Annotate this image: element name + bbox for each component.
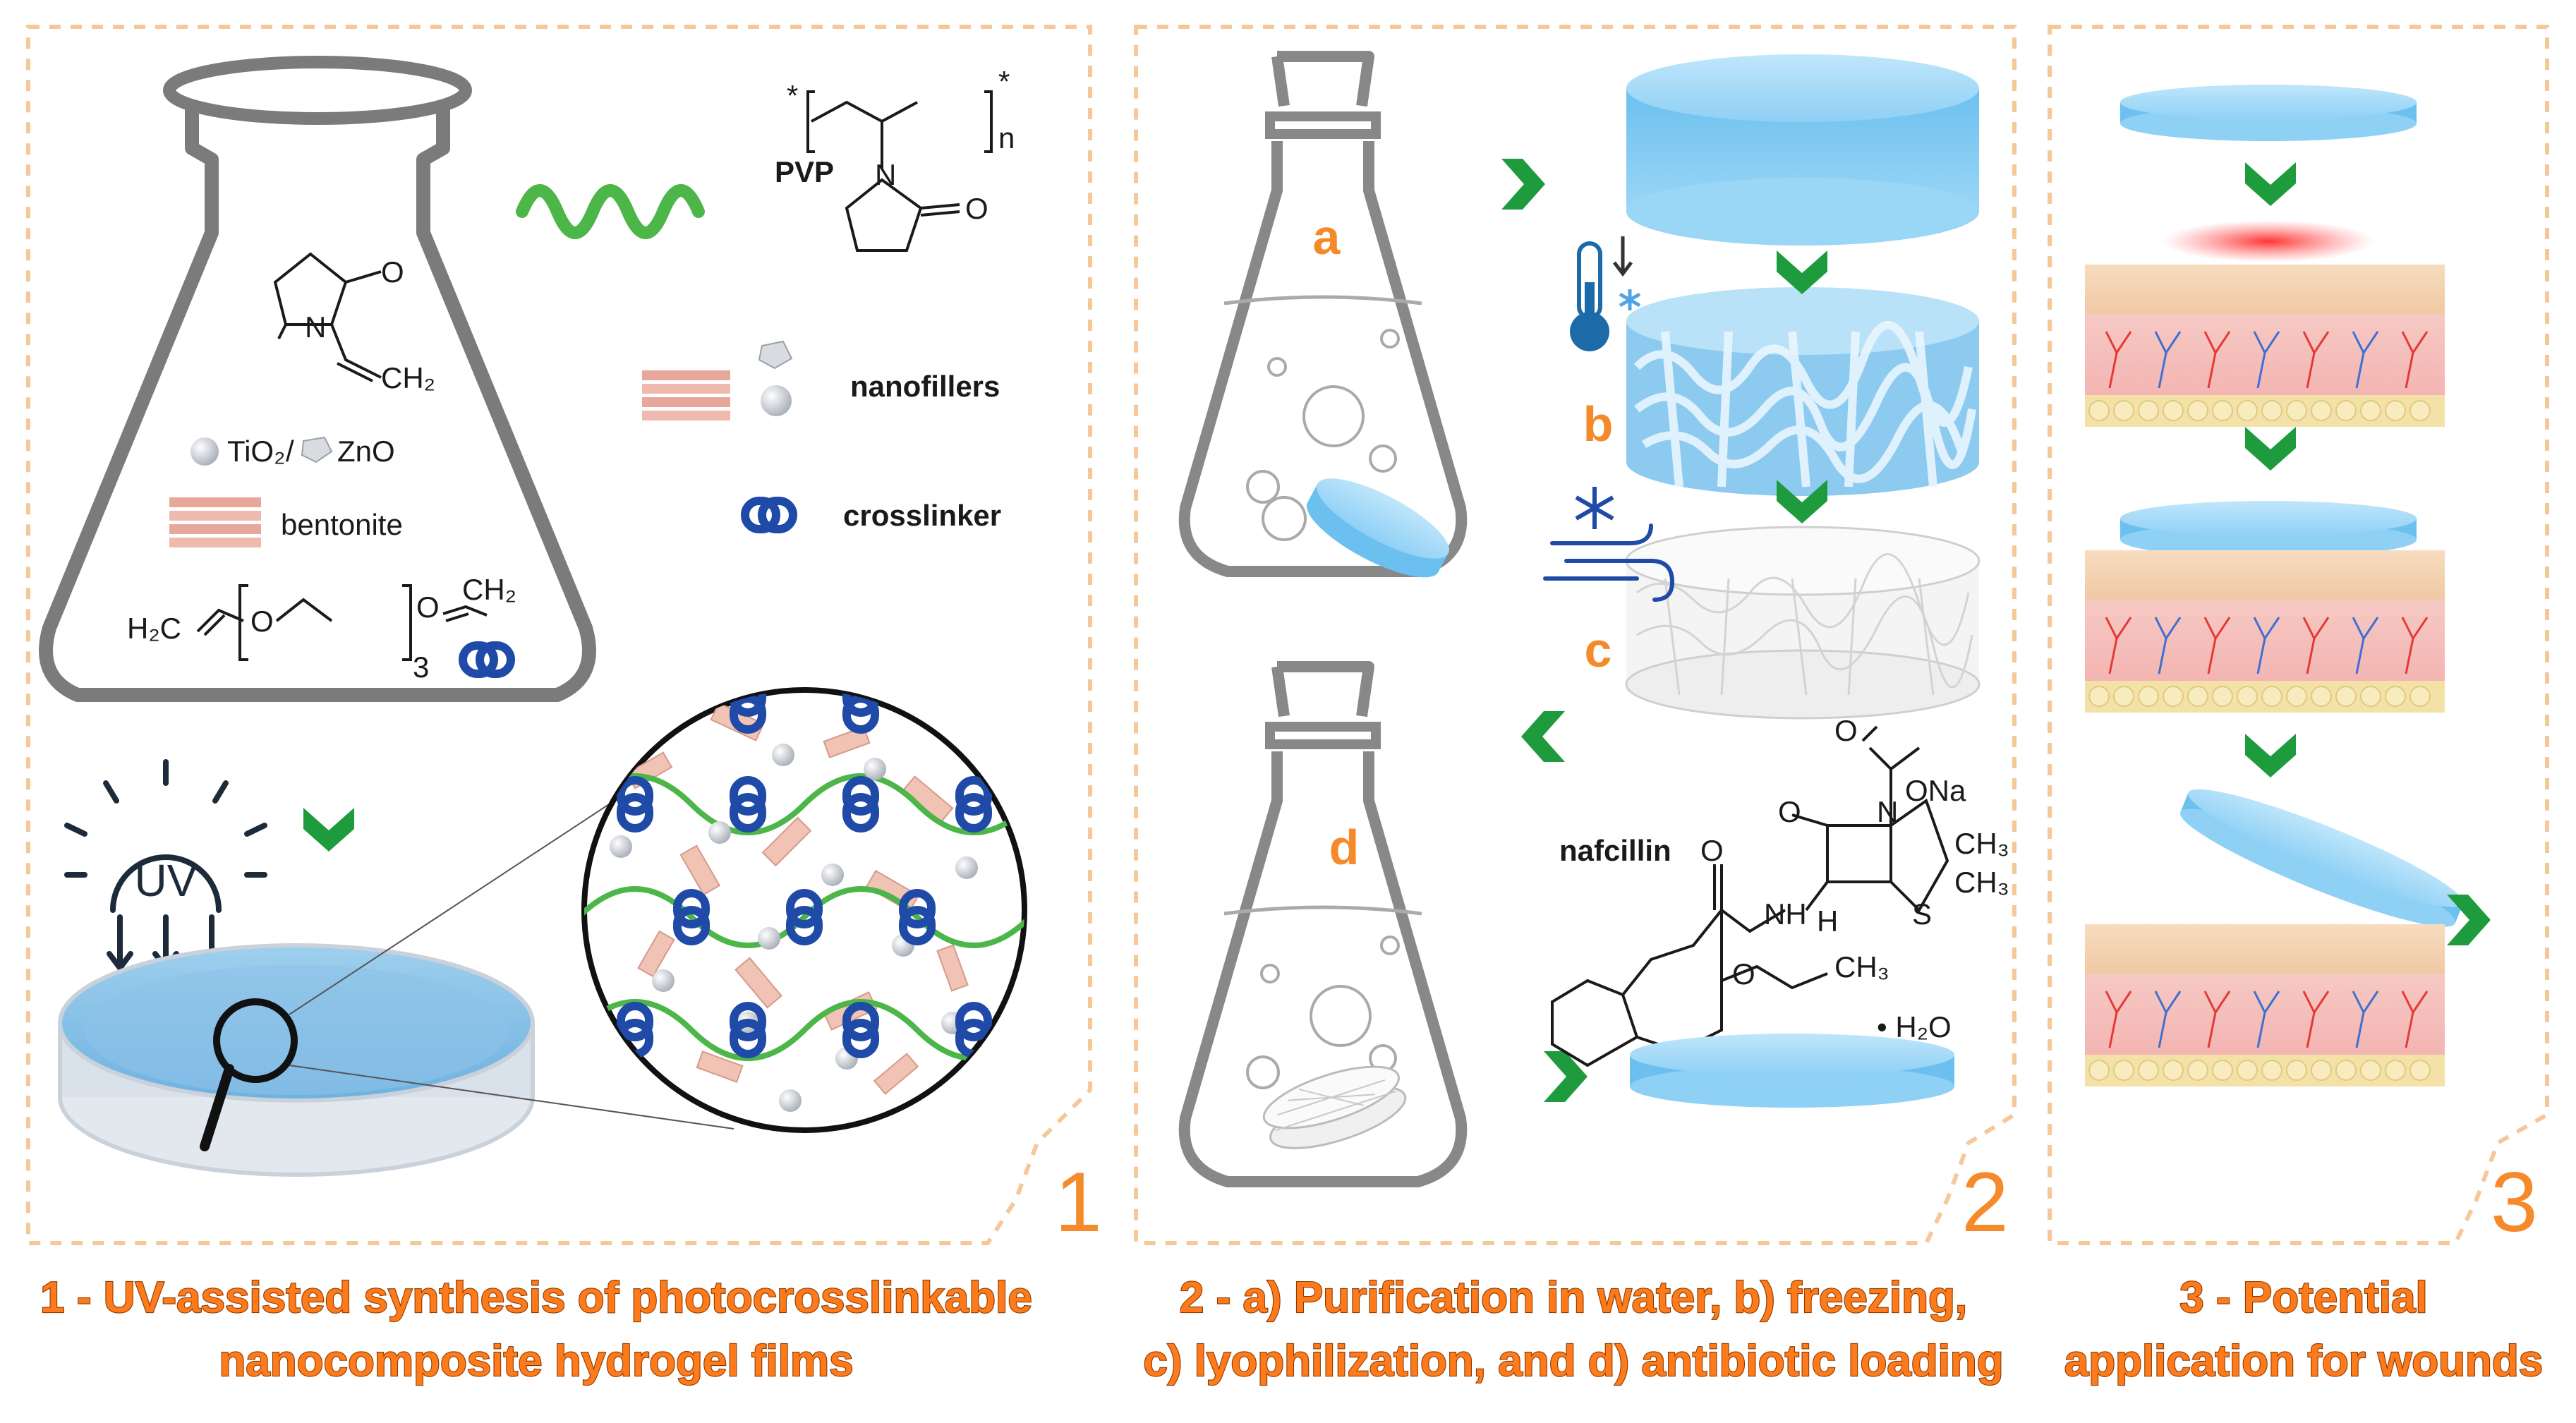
panel-3-number: 3: [2491, 1155, 2538, 1249]
chevron-arrow-icon: [303, 808, 354, 852]
pvp-label: PVP: [775, 155, 834, 188]
peg-ch2: CH₂: [462, 573, 516, 606]
zno-particle: [301, 436, 333, 464]
dressing-removed: [2179, 789, 2464, 927]
dressing-middle: [2120, 501, 2417, 557]
loaded-disc: [1630, 1034, 1954, 1108]
skin-block-1: [2085, 220, 2445, 427]
pvp-chain-icon: [516, 184, 705, 239]
bentonite-icon: [169, 497, 261, 547]
zoom-line-bottom: [289, 1065, 734, 1130]
crosslinker-structure: [196, 584, 488, 661]
nafcillin-o4: O: [1732, 957, 1755, 991]
nvp-nitrogen: N: [305, 310, 326, 344]
peg-subscript: 3: [413, 650, 429, 684]
nafcillin-ch3-2: CH₃: [1954, 866, 2009, 899]
slash-label: /: [286, 435, 294, 468]
nafcillin-ch3-1: CH₃: [1954, 827, 2009, 860]
chain-link-icon: [745, 501, 793, 529]
chevron-arrow-icon: [1501, 159, 1545, 210]
caption-3-line-1: 3 - Potential: [2179, 1273, 2427, 1322]
pvp-star-left: *: [787, 79, 798, 112]
nafcillin-coona: ONa: [1905, 774, 1966, 807]
pvp-structure: [806, 90, 993, 252]
tio2-particle: [191, 437, 219, 466]
nafcillin-ch3-3: CH₃: [1834, 950, 1889, 983]
bentonite-label: bentonite: [281, 508, 403, 541]
zno-label: ZnO: [337, 435, 395, 468]
petri-dish: [58, 943, 535, 1177]
nafcillin-nh: NH: [1764, 897, 1807, 931]
pvp-repeat-n: n: [998, 121, 1015, 155]
panel-2-border: [1134, 25, 2016, 1245]
nafcillin-o1: O: [1834, 714, 1858, 747]
step-c-label: c: [1585, 622, 1612, 677]
tio2-label: TiO₂: [227, 435, 285, 468]
panel-3-border: [2048, 25, 2549, 1245]
nafcillin-h: H: [1817, 904, 1838, 938]
nafcillin-o2: O: [1778, 795, 1801, 828]
caption-2-line-1: 2 - a) Purification in water, b) freezin…: [1180, 1273, 1967, 1322]
pvp-star-right: *: [998, 65, 1010, 98]
dressing-top: [2120, 85, 2417, 141]
nvp-carbonyl-o: O: [381, 255, 404, 289]
flask-icon: [39, 56, 596, 702]
caption-3-line-2: application for wounds: [2064, 1337, 2544, 1386]
step-b-label: b: [1583, 396, 1614, 452]
crosslinker-label: crosslinker: [843, 499, 1001, 532]
chevron-arrow-icon: [2245, 427, 2296, 471]
uv-label: UV: [135, 855, 198, 906]
nafcillin-o3: O: [1700, 834, 1724, 867]
nafcillin-label: nafcillin: [1559, 834, 1671, 867]
pvp-nitrogen: N: [875, 158, 896, 191]
network-zoom-circle: [581, 687, 1027, 1133]
chevron-arrow-icon: [2245, 734, 2296, 777]
flask-a-icon: [1178, 51, 1468, 578]
chain-link-icon: [463, 646, 511, 674]
nanofillers-icon: [642, 340, 793, 420]
nafcillin-structure: [1551, 725, 1949, 1067]
caption-1-line-1: 1 - UV-assisted synthesis of photocrossl…: [40, 1273, 1032, 1322]
magnifier-icon: [200, 998, 298, 1151]
chevron-arrow-icon: [1521, 711, 1565, 762]
skin-block-3: [2085, 924, 2445, 1086]
nvp-structure: [273, 252, 382, 382]
caption-2-line-2: c) lyophilization, and d) antibiotic loa…: [1143, 1337, 2003, 1386]
nafcillin-n: N: [1877, 795, 1898, 828]
lyophilized-disc: [1625, 526, 1981, 720]
panel-2-number: 2: [1961, 1155, 2009, 1249]
frozen-disc: [1626, 287, 1979, 496]
step-a-label: a: [1313, 210, 1341, 265]
skin-block-2: [2085, 550, 2445, 713]
flask-d-icon: [1178, 661, 1468, 1187]
panel-1-number: 1: [1055, 1155, 1102, 1249]
chevron-arrow-icon: [1544, 1051, 1588, 1102]
pvp-oxygen: O: [965, 192, 988, 225]
snowflake-icon: [1575, 487, 1614, 529]
peg-o1: O: [250, 605, 274, 638]
peg-h2c: H₂C: [127, 612, 181, 645]
hydrogel-disc: [1626, 54, 1979, 246]
caption-1-line-2: nanocomposite hydrogel films: [219, 1337, 853, 1386]
peg-o2: O: [416, 591, 440, 624]
nafcillin-s: S: [1912, 897, 1932, 931]
chevron-arrow-icon: [2245, 162, 2296, 206]
step-d-label: d: [1329, 820, 1360, 875]
nanofillers-label: nanofillers: [850, 370, 1000, 403]
nvp-ch2: CH₂: [381, 361, 435, 394]
thermometer-icon: [1570, 236, 1641, 351]
panel-1-border: [26, 25, 1092, 1245]
wind-icon: [1543, 523, 1675, 602]
